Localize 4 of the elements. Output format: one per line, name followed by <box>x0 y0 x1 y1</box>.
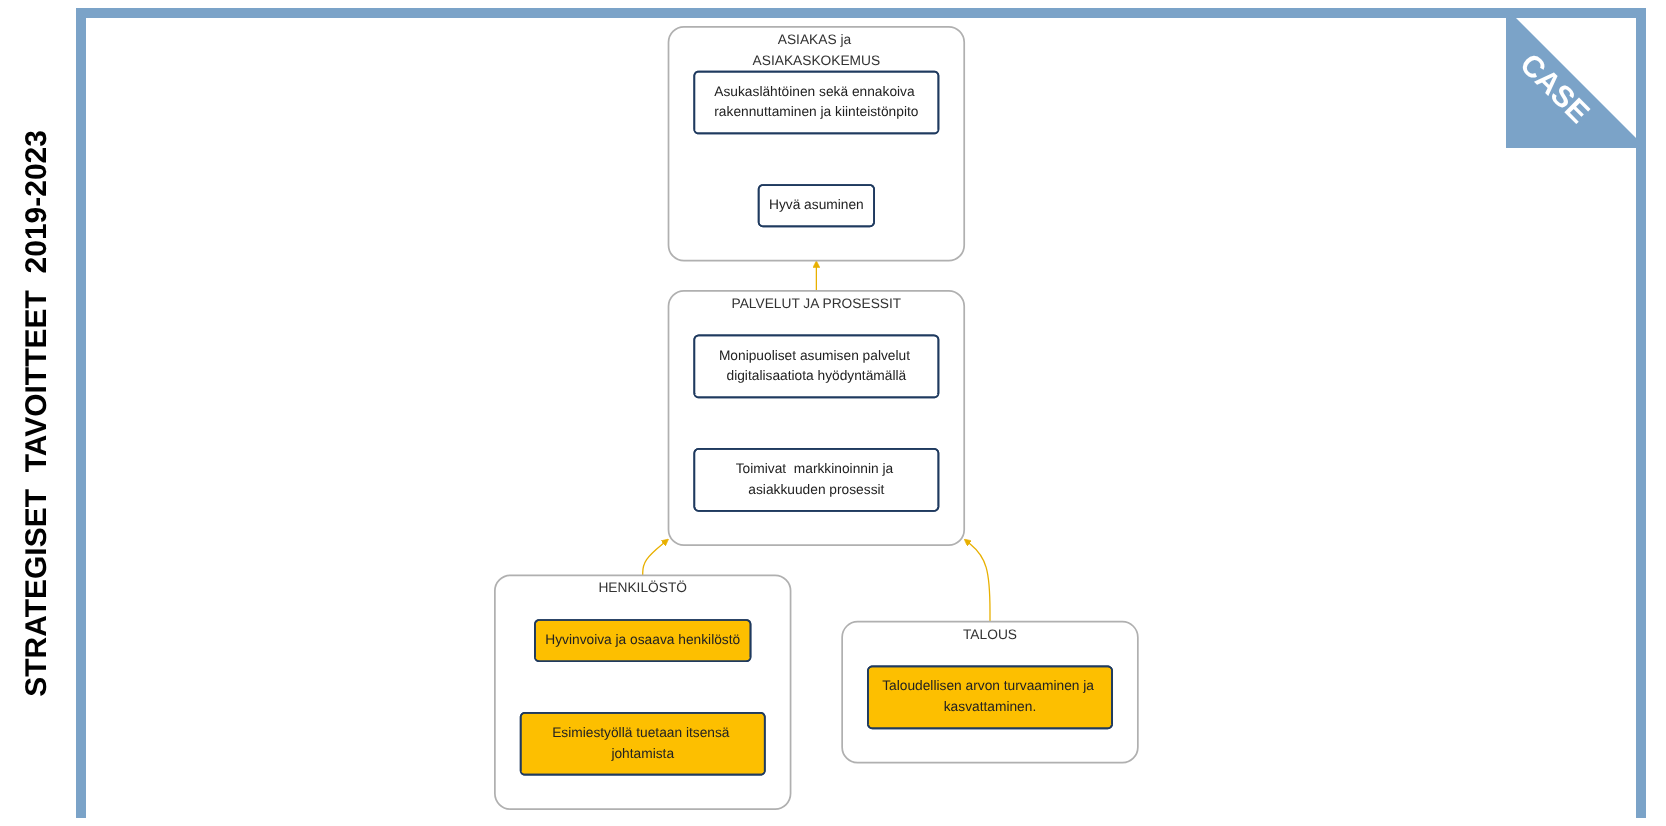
arrow <box>812 260 820 292</box>
arrow <box>641 538 669 576</box>
arrow <box>963 538 991 623</box>
vertical-title: STRATEGISET TAVOITTEET 2019-2023 <box>19 129 53 697</box>
